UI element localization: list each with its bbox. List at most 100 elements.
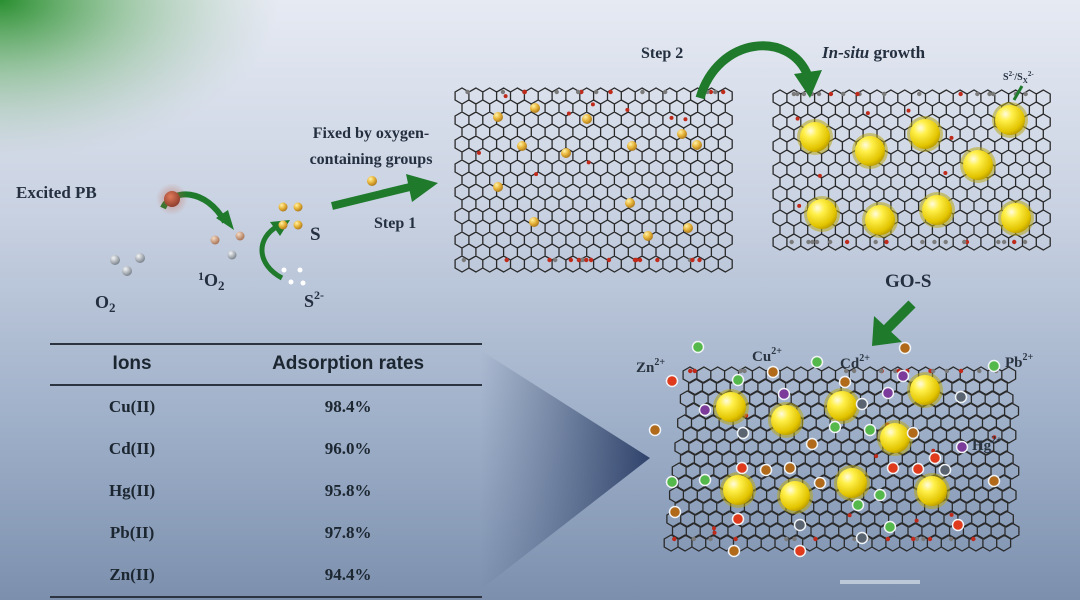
metal-ion xyxy=(855,397,869,411)
metal-ion xyxy=(691,340,705,354)
metal-ion xyxy=(928,451,942,465)
singlet-oxygen-icon xyxy=(210,231,245,260)
cu-ion-label: Cu2+ xyxy=(752,346,782,365)
excited-pb-label: Excited PB xyxy=(16,183,97,202)
rate-cell: 96.0% xyxy=(324,439,372,458)
sulfur-sphere xyxy=(780,481,810,511)
sulfur-sphere xyxy=(865,205,895,235)
step2-label: Step 2 xyxy=(641,45,683,62)
sulfur-sphere xyxy=(917,476,947,506)
metal-ion xyxy=(698,473,712,487)
excitation-arrowhead xyxy=(216,210,234,230)
metal-ion xyxy=(648,423,662,437)
sulfur-sphere xyxy=(800,122,830,152)
sulfide-ions-icon xyxy=(281,267,306,286)
metal-ion xyxy=(911,462,925,476)
sulfur-sphere xyxy=(1001,203,1031,233)
sulfur-atom xyxy=(561,148,571,158)
sulfur-sphere xyxy=(827,391,857,421)
table-row: Zn(II)94.4% xyxy=(50,554,482,597)
metal-ion xyxy=(881,386,895,400)
ion-cell: Cu(II) xyxy=(108,397,156,416)
metal-ion xyxy=(813,476,827,490)
metal-ion xyxy=(851,498,865,512)
metal-ion xyxy=(766,365,780,379)
ion-cell: Cd(II) xyxy=(108,439,156,458)
light-beam xyxy=(480,350,650,590)
sulfur-atom xyxy=(677,129,687,139)
step1-arrowhead xyxy=(406,174,438,202)
sulfur-sphere xyxy=(807,199,837,229)
table-row: Hg(II)95.8% xyxy=(50,470,482,512)
o2-label: O2 xyxy=(95,292,116,315)
reduction-arrow xyxy=(259,223,284,281)
step1-label: Step 1 xyxy=(374,215,416,232)
sulfur-label: S xyxy=(310,224,321,245)
cd-ion-label: Cd2+ xyxy=(840,353,870,372)
gos-arrowhead xyxy=(872,316,902,346)
rate-cell: 97.8% xyxy=(324,523,372,542)
ions-column-header: Ions xyxy=(112,353,152,374)
sulfur-sphere xyxy=(922,195,952,225)
fixed-label-line2: containing groups xyxy=(310,151,433,168)
table-row: Pb(II)97.8% xyxy=(50,512,482,554)
metal-ion xyxy=(735,461,749,475)
metal-ion xyxy=(863,423,877,437)
table-row: Cu(II) 98.4% xyxy=(50,385,482,428)
sulfur-sphere xyxy=(995,105,1025,135)
metal-ion xyxy=(987,474,1001,488)
metal-ion xyxy=(987,359,1001,373)
metal-ion xyxy=(793,518,807,532)
sulfur-atom xyxy=(529,217,539,227)
sulfur-atom xyxy=(692,140,702,150)
metal-ion xyxy=(828,420,842,434)
metal-ion xyxy=(886,461,900,475)
rate-cell: 98.4% xyxy=(324,397,372,416)
step2-arrow xyxy=(695,41,813,100)
sulfur-atom-icon xyxy=(367,176,377,186)
light-glow xyxy=(0,0,280,160)
sulfur-sphere xyxy=(855,136,885,166)
metal-ion xyxy=(793,544,807,558)
metal-ion xyxy=(736,426,750,440)
sulfur-atom xyxy=(530,103,540,113)
metal-ion xyxy=(727,544,741,558)
table-header-row: Ions Adsorption rates xyxy=(50,344,482,385)
metal-ion xyxy=(665,475,679,489)
sulfur-sphere xyxy=(723,475,753,505)
sulfur-atoms-icon xyxy=(278,202,303,230)
metal-ion xyxy=(810,355,824,369)
step1-arrow xyxy=(331,182,415,210)
metal-ion xyxy=(731,512,745,526)
metal-ion xyxy=(883,520,897,534)
ssx-pointer xyxy=(1012,85,1024,101)
sulfur-atom xyxy=(683,223,693,233)
o2-molecule-icon xyxy=(110,253,145,276)
metal-ion xyxy=(955,440,969,454)
metal-ion xyxy=(938,463,952,477)
metal-ion xyxy=(668,505,682,519)
rate-cell: 95.8% xyxy=(324,481,372,500)
sulfur-atom xyxy=(627,141,637,151)
sulfur-atom xyxy=(625,198,635,208)
metal-ion xyxy=(665,374,679,388)
metal-ion xyxy=(906,426,920,440)
adsorption-table: Ions Adsorption rates Cu(II) 98.4% Cd(II)… xyxy=(50,343,482,598)
singlet-oxygen-label: 1O2 xyxy=(198,269,225,293)
adsorption-rates-column-header: Adsorption rates xyxy=(272,353,425,374)
sulfur-sphere xyxy=(910,119,940,149)
zn-ion-label: Zn2+ xyxy=(636,357,665,376)
metal-ion xyxy=(759,463,773,477)
metal-ion xyxy=(898,341,912,355)
fixed-label-line1: Fixed by oxygen- xyxy=(313,125,429,142)
glare-streak xyxy=(840,580,920,584)
metal-ion xyxy=(777,387,791,401)
sulfur-sphere xyxy=(880,423,910,453)
metal-ion xyxy=(731,373,745,387)
metal-ion xyxy=(838,375,852,389)
metal-ion xyxy=(954,390,968,404)
metal-ion xyxy=(698,403,712,417)
sulfur-atom xyxy=(493,112,503,122)
sulfur-sphere xyxy=(771,405,801,435)
decorations xyxy=(493,102,1034,558)
